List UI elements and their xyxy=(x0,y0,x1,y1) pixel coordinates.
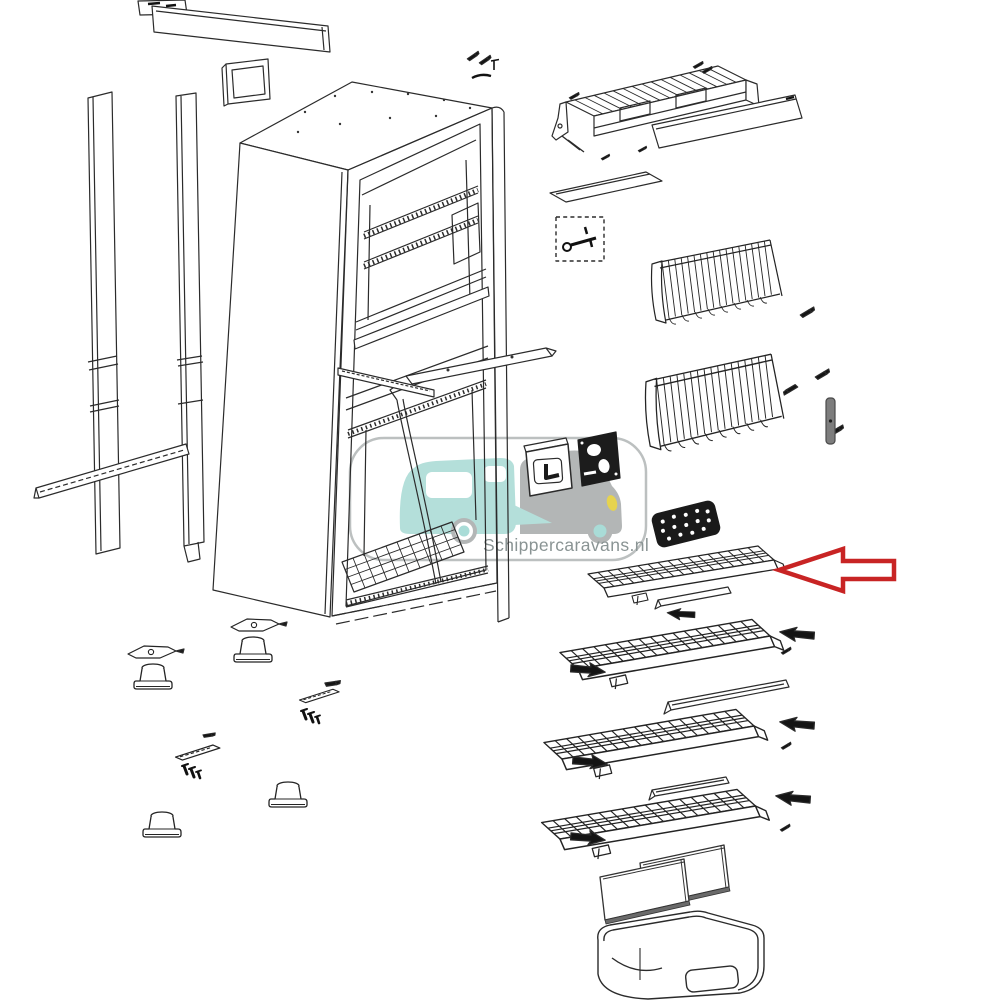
caravan-wheel-icon xyxy=(451,518,477,544)
control-plate xyxy=(577,431,621,487)
freezer-compartment xyxy=(353,139,490,350)
fridge-compartment xyxy=(341,379,489,608)
refrigerator-cabinet xyxy=(212,58,557,625)
pointer-arrow xyxy=(771,545,897,595)
van-wheel-icon xyxy=(587,518,613,544)
caravan-window-small xyxy=(484,466,506,482)
shelf-retainer-rail-1 xyxy=(663,679,790,715)
wire-shelf-3 xyxy=(543,708,817,780)
shelf-retainer-rail-2 xyxy=(648,776,730,801)
mid-mounting-bracket xyxy=(337,347,557,398)
levelling-feet-hardware xyxy=(127,618,341,838)
vent-frame-panel xyxy=(651,94,803,149)
drip-tray-grille xyxy=(651,500,721,548)
watermark-text: Schippercaravans.nl xyxy=(483,535,649,555)
wire-shelf-2 xyxy=(559,605,817,690)
sealing-strip xyxy=(549,171,663,203)
top-screw-dots xyxy=(296,90,472,134)
side-trim-panel-inner xyxy=(175,92,205,563)
fin-block-lower xyxy=(644,352,786,453)
crisper-bin xyxy=(597,910,765,1000)
caravan-hitch xyxy=(514,505,552,525)
fixing-kit-box xyxy=(555,216,605,262)
top-mounting-rail xyxy=(137,0,331,53)
wire-shelf-4 xyxy=(540,787,813,860)
side-trim-panel-outer xyxy=(87,91,121,555)
caravan-window-large xyxy=(426,472,472,498)
cabinet-screw-set xyxy=(465,50,500,80)
shelf-trim xyxy=(654,586,732,610)
fin-block-upper xyxy=(650,238,784,326)
ventilation-grille xyxy=(551,61,760,161)
fixing-key-icon xyxy=(562,226,597,252)
heater-element xyxy=(825,397,836,445)
lower-mounting-rail xyxy=(33,443,190,499)
thermostat-housing xyxy=(523,437,573,497)
van-headlight xyxy=(606,495,618,511)
